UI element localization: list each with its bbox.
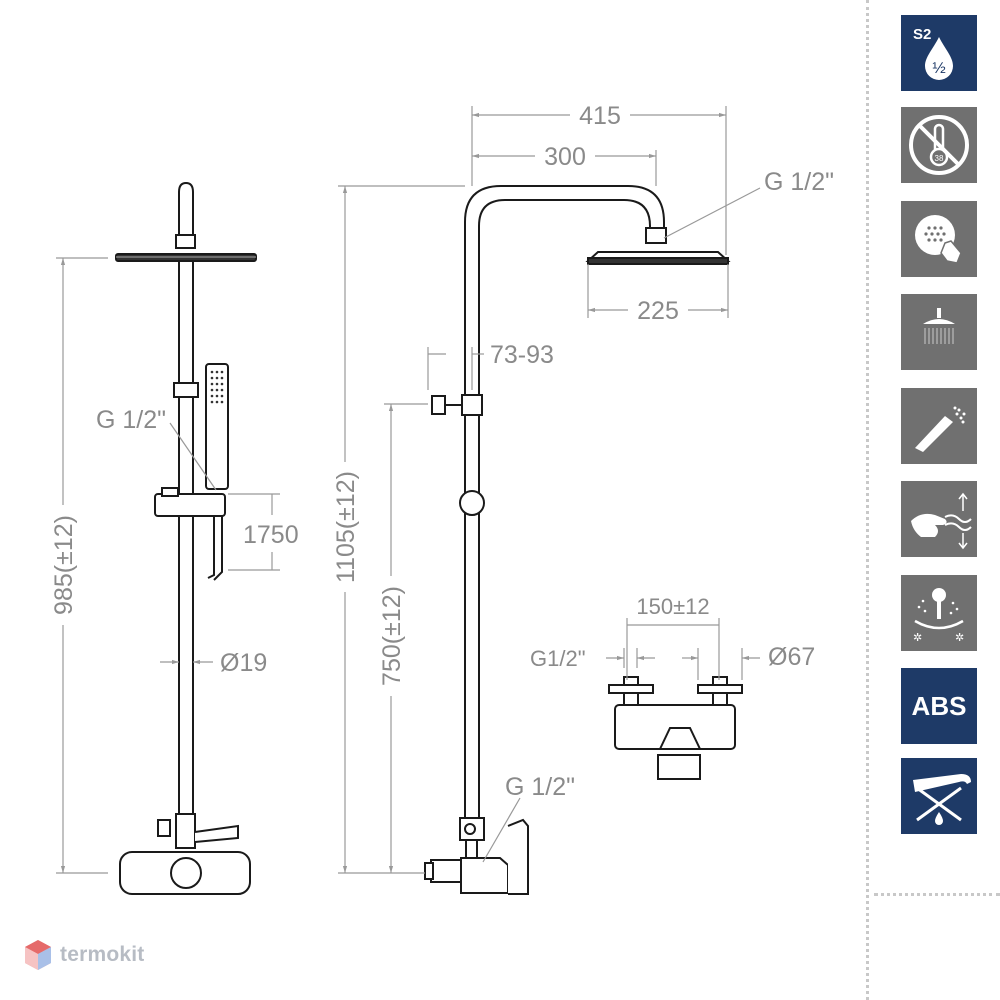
side-view (424, 185, 731, 895)
no-spout-icon (913, 774, 971, 825)
svg-text:ABS: ABS (912, 691, 967, 721)
dim-pipe-d19: Ø19 (220, 649, 267, 677)
badge-abs: ABS (901, 668, 977, 744)
dim-1105: 1105(±12) (332, 471, 360, 583)
technical-drawing: 415 300 G 1/2" 225 73-93 G 1/2" 1750 985… (50, 102, 834, 895)
s2-water-icon: S2 ½ (913, 26, 953, 80)
dim-225: 225 (637, 297, 679, 325)
termokit-logo-icon (25, 940, 51, 970)
svg-text:S2: S2 (913, 26, 931, 43)
abs-material-icon: ABS (912, 691, 967, 721)
badge-hand-shower (901, 388, 977, 464)
badge-easy-clean (901, 201, 977, 277)
dim-bottom-thread: G 1/2" (505, 773, 575, 801)
dim-side-thread: G 1/2" (96, 406, 166, 434)
rain-shower-icon (923, 308, 955, 344)
hand-water-flow-icon (911, 492, 972, 550)
sidebar-divider (866, 0, 869, 1000)
hand-shower-spray-icon (915, 406, 966, 452)
dim-thread-top: G 1/2" (764, 168, 834, 196)
dim-750: 750(±12) (378, 586, 406, 686)
dim-150: 150±12 (636, 594, 709, 619)
svg-text:½: ½ (932, 60, 945, 77)
badge-no-thermostat: 38 (901, 107, 977, 183)
svg-text:38: 38 (935, 154, 944, 163)
dim-inlet-thread: G1/2" (530, 646, 586, 671)
badge-rain-shower (901, 294, 977, 370)
front-view (115, 181, 257, 895)
dim-d67: Ø67 (768, 643, 815, 671)
badge-hand-flow (901, 481, 977, 557)
termokit-logo: termokit (24, 935, 144, 975)
dim-415: 415 (579, 102, 621, 130)
dim-73-93: 73-93 (490, 341, 554, 369)
no-thermostat-icon: 38 (909, 115, 969, 175)
badge-s2: S2 ½ (901, 15, 977, 91)
mixer-detail (608, 676, 743, 780)
hot-cold-mixer-icon: ✲ ✲ (913, 588, 964, 644)
svg-text:✲: ✲ (913, 631, 922, 644)
easy-clean-nozzles-icon (915, 215, 962, 264)
dim-300: 300 (544, 143, 586, 171)
logo-text: termokit (60, 943, 145, 966)
badge-no-spout (901, 758, 977, 834)
sidebar-bottom-divider (874, 893, 1000, 896)
dim-1750: 1750 (243, 521, 299, 549)
svg-text:✲: ✲ (955, 631, 964, 644)
dim-985: 985(±12) (50, 515, 78, 615)
badge-mixer: ✲ ✲ (901, 575, 977, 651)
